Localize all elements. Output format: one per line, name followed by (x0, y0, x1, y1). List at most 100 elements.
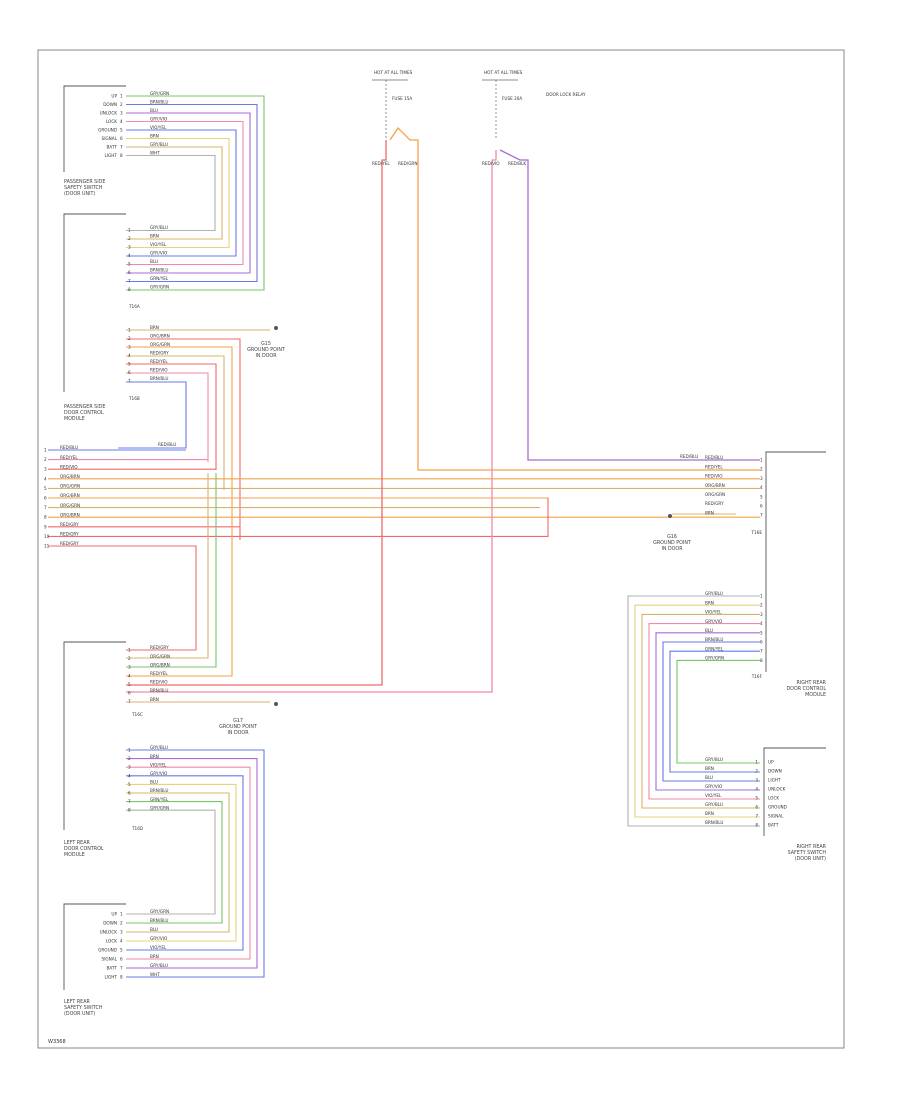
pin-label: DOWN (103, 921, 117, 926)
wire (126, 346, 233, 500)
wire-label: RED/YEL (150, 359, 168, 364)
wire-label: RED/GRY (150, 351, 169, 356)
wire-label: GRY/BLU (150, 745, 168, 750)
pin-number: 4 (128, 673, 131, 678)
left-rear-switch-outline (63, 903, 126, 990)
wire-label: RED/YEL (150, 671, 168, 676)
pin-number: 7 (128, 279, 131, 284)
right-rear-module-caption: MODULE (805, 692, 826, 698)
switch-module-loop (126, 792, 230, 933)
pin-number: 4 (120, 939, 123, 944)
wire-label: BLU (150, 780, 158, 785)
pin-number: 1 (128, 748, 131, 753)
pin-number: 4 (755, 787, 758, 792)
wire-label: GRN/YEL (150, 276, 169, 281)
wire-label: RED/BLU (705, 455, 723, 460)
pin-number: 5 (128, 782, 131, 787)
pin-number: 1 (128, 648, 131, 653)
wire-label: GRY/GRN (150, 91, 169, 96)
wire-label: GRN/YEL (705, 646, 724, 651)
right-rear-switch-caption: RIGHT REAR (796, 844, 826, 850)
passenger-switch-caption: SAFETY SWITCH (64, 185, 103, 191)
pin-number: 6 (760, 504, 763, 509)
left-rear-module-caption: MODULE (64, 852, 85, 858)
pin-label: BATT (107, 145, 118, 150)
wire (126, 355, 225, 490)
harness-wire-label: RED/GRY (60, 522, 79, 527)
pin-number: 7 (760, 649, 763, 654)
pin-number: 3 (128, 765, 131, 770)
wire-label: WHT (150, 151, 160, 156)
harness-wire-label: ORG/GRN (60, 484, 80, 489)
switch-module-loop (641, 613, 760, 809)
left-rear-module-caption: DOOR CONTROL (64, 846, 104, 852)
wire-label: BRN/BLU (150, 788, 168, 793)
wire-label: BLU (150, 927, 158, 932)
components-layer (63, 79, 826, 990)
wire-label: ORG/BRN (705, 483, 725, 488)
right-rear-module-caption: RIGHT REAR (796, 680, 826, 686)
switch-module-loop (126, 783, 237, 942)
switch-module-loop (126, 112, 251, 274)
wire-label: BRN/BLU (705, 820, 723, 825)
wire-label: GRY/VIO (150, 117, 168, 122)
wire-label: RED/GRY (705, 501, 724, 506)
pin-number: 3 (128, 245, 131, 250)
wire-label: GRY/VIO (705, 619, 723, 624)
pin-number: 2 (128, 656, 131, 661)
switch-module-loop (627, 595, 760, 827)
wire-label: BLU (150, 259, 158, 264)
harness-wire-label: RED/VIO (60, 464, 78, 469)
switch-module-loop (126, 809, 216, 915)
pin-number: 5 (760, 630, 763, 635)
wire-label: GRY/BLU (150, 142, 168, 147)
pin-label: SIGNAL (102, 136, 118, 141)
feed-label: HOT AT ALL TIMES (374, 70, 413, 75)
wire-label: ORG/BRN (150, 662, 170, 667)
pin-number: 5 (760, 494, 763, 499)
pin-number: 5 (128, 362, 131, 367)
wire-label: RED/VIO (150, 368, 168, 373)
wire-label: RED/VIO (482, 161, 500, 166)
pin-label: UP (111, 94, 117, 99)
wire-label: VIO/YEL (705, 793, 722, 798)
switch-module-loop (662, 641, 760, 782)
wire-label: BLU (705, 775, 713, 780)
power-wire (389, 126, 760, 471)
pin-label: LOCK (768, 796, 779, 801)
wire-label: ORG/BRN (150, 334, 170, 339)
pin-label: LIGHT (104, 975, 117, 980)
wire-label: BRN/BLU (150, 918, 168, 923)
harness-pin: 6 (44, 496, 47, 501)
wire-label: BRN (150, 754, 159, 759)
wire-label: BRN (705, 766, 714, 771)
pin-label: UP (768, 760, 774, 765)
harness-wire (48, 497, 549, 499)
harness-pin: 11 (44, 544, 50, 549)
wire-label: VIO/YEL (150, 762, 167, 767)
pin-number: 4 (760, 621, 763, 626)
wire-label: RED/VIO (150, 680, 168, 685)
pin-number: 3 (128, 345, 131, 350)
switch-module-loop (126, 95, 265, 291)
wire-label: GRY/BLU (705, 591, 723, 596)
pin-label: UNLOCK (100, 930, 118, 935)
right-rear-module-caption: DOOR CONTROL (786, 686, 826, 692)
wire-label: RED/GRY (150, 645, 169, 650)
pin-number: 1 (128, 328, 131, 333)
wire (126, 500, 233, 677)
pin-number: 4 (128, 353, 131, 358)
pin-number: 8 (760, 658, 763, 663)
wire-label: BRN/BLU (150, 688, 168, 693)
ground-symbol (274, 326, 278, 330)
right-rear-switch-outline (763, 747, 826, 836)
power-wire (126, 150, 497, 693)
pin-number: 3 (120, 111, 123, 116)
harness-pin: 10 (44, 534, 50, 539)
fuse-label: FUSE 15A (392, 96, 412, 101)
passenger-switch-caption: (DOOR UNIT) (64, 191, 95, 197)
connector-label: T16F (751, 674, 763, 679)
wire-label: BRN (150, 134, 159, 139)
left-rear-module-caption: LEFT REAR (64, 840, 90, 846)
wire-label: RED/VIO (705, 474, 723, 479)
